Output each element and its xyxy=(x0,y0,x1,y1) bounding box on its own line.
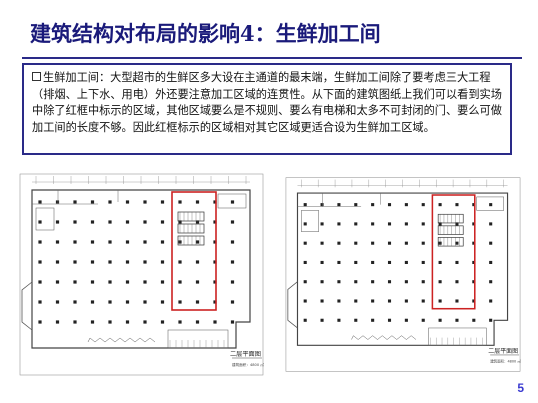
plan-note: 建筑面积：4800 ㎡ xyxy=(232,362,264,367)
description-text: 生鲜加工间：大型超市的生鲜区多大设在主通道的最末端，生鲜加工间除了要考虑三大工程… xyxy=(32,71,502,134)
description-box: 生鲜加工间：大型超市的生鲜区多大设在主通道的最末端，生鲜加工间除了要考虑三大工程… xyxy=(22,63,512,155)
floor-plan-right: 二层平面图建筑面积：4800 ㎡ xyxy=(284,172,522,377)
title-underline xyxy=(22,57,522,59)
page-number: 5 xyxy=(517,381,524,395)
bullet-square-icon xyxy=(32,72,41,81)
floor-plan-left: 二层平面图建筑面积：4800 ㎡ xyxy=(18,172,265,377)
highlight-frame xyxy=(431,194,476,310)
highlight-frame xyxy=(171,191,217,311)
slide-title: 建筑结构对布局的影响4：生鲜加工间 xyxy=(30,21,381,46)
plan-label: 二层平面图 xyxy=(488,348,518,355)
plan-note: 建筑面积：4800 ㎡ xyxy=(490,359,521,364)
plan-label: 二层平面图 xyxy=(230,351,261,358)
